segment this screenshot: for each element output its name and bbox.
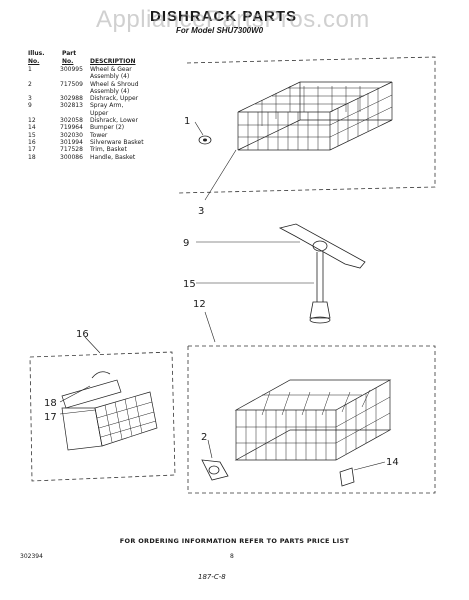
callout-16: 16 (76, 329, 89, 340)
callout-9: 9 (183, 238, 189, 249)
illus-no: 18 (28, 153, 36, 161)
callout-18: 18 (44, 398, 57, 409)
basket-trim-drawing (59, 409, 96, 415)
handwritten-note: 187-C-8 (198, 573, 226, 581)
callout-12: 12 (193, 299, 206, 310)
part-no: 302813 (60, 102, 83, 110)
callout-2: 2 (201, 432, 207, 443)
bumper-drawing (339, 461, 386, 487)
illus-no: 2 (28, 80, 32, 88)
page-number: 8 (230, 553, 234, 560)
upper-dishrack-section (177, 56, 436, 201)
part-description: Upper (90, 109, 109, 117)
part-no: 301994 (60, 138, 83, 146)
wheel-shroud-assembly-drawing (201, 439, 229, 481)
part-no: 717528 (60, 146, 83, 154)
part-no: 717509 (60, 80, 83, 88)
callout-1: 1 (184, 116, 190, 127)
document-code: 302394 (20, 553, 43, 560)
part-description: Wheel & Shroud (90, 80, 139, 88)
basket-handle-drawing (59, 371, 111, 403)
part-description: Assembly (4) (90, 73, 130, 81)
tower-drawing (196, 252, 331, 324)
silverware-basket-section (29, 336, 176, 482)
illus-no: 17 (28, 146, 36, 154)
part-description: Dishrack, Upper (90, 95, 139, 103)
callout-17: 17 (44, 412, 57, 423)
lower-dishrack-drawing (234, 379, 392, 461)
part-description: Assembly (4) (90, 87, 130, 95)
illus-no: 12 (28, 117, 36, 125)
model-subtitle: For Model SHU7300W0 (176, 26, 264, 35)
part-no: 300995 (60, 66, 83, 73)
part-no: 302988 (60, 95, 83, 103)
header-part-no: Part No. (62, 50, 76, 66)
header-illus-line1: Illus. (28, 50, 45, 57)
part-no: 302030 (60, 131, 83, 139)
part-description: Silverware Basket (90, 138, 144, 146)
illus-no: 1 (28, 66, 32, 73)
watermark: AppliancePartsPros.com (96, 6, 370, 33)
header-part-line2: No. (62, 58, 74, 65)
wheel-gear-assembly-drawing (194, 121, 212, 145)
illus-no: 9 (28, 102, 32, 110)
illus-no: 15 (28, 131, 36, 139)
header-illus-no: Illus. No. (28, 50, 44, 66)
illus-no: 16 (28, 138, 36, 146)
part-description: Wheel & Gear (90, 66, 132, 73)
part-description: Spray Arm, (90, 102, 124, 110)
upper-dishrack-drawing (237, 81, 393, 151)
spray-arm-drawing (196, 223, 366, 269)
lower-dishrack-section (187, 311, 436, 494)
ordering-footer: FOR ORDERING INFORMATION REFER TO PARTS … (119, 537, 350, 545)
part-description: Dishrack, Lower (90, 117, 138, 125)
illus-no: 3 (28, 95, 32, 103)
part-description: Trim, Basket (90, 146, 127, 154)
callout-3: 3 (198, 206, 204, 217)
part-no: 300086 (60, 153, 83, 161)
page-title: DISHRACK PARTS (150, 8, 298, 25)
callout-15: 15 (183, 279, 196, 290)
part-description: Handle, Basket (90, 153, 136, 161)
part-description: Bumper (2) (90, 124, 125, 132)
part-no: 302058 (60, 117, 83, 125)
header-description: DESCRIPTION (90, 58, 136, 66)
part-no: 719964 (60, 124, 83, 132)
header-description-label: DESCRIPTION (90, 58, 136, 65)
silverware-basket-drawing (61, 379, 158, 451)
header-part-line1: Part (62, 50, 77, 57)
part-description: Tower (90, 131, 108, 139)
illus-no: 14 (28, 124, 36, 132)
callout-14: 14 (386, 457, 399, 468)
header-illus-line2: No. (28, 58, 40, 65)
